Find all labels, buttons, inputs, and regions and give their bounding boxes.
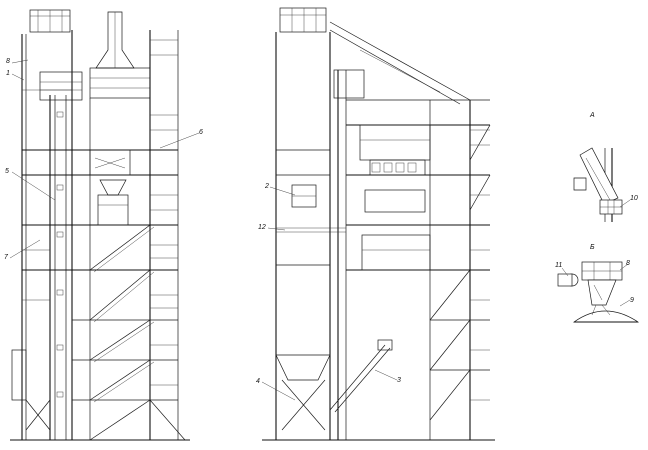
callout-6: 6 xyxy=(199,129,203,136)
middle-plant-view xyxy=(261,7,495,441)
left-plant-view xyxy=(9,9,200,441)
callout-8: 8 xyxy=(6,58,10,65)
callout-9: 9 xyxy=(630,297,634,304)
callout-3: 3 xyxy=(397,377,401,384)
callout-2: 2 xyxy=(265,183,269,190)
callout-10: 10 xyxy=(630,195,638,202)
callout-5: 5 xyxy=(5,168,9,175)
view-label-b: Б xyxy=(590,244,595,251)
callout-11: 11 xyxy=(555,262,563,269)
callout-12: 12 xyxy=(258,224,266,231)
view-label-a: А xyxy=(590,112,595,119)
detail-b xyxy=(557,261,640,323)
callout-8-detail: 8 xyxy=(626,260,630,267)
callout-4: 4 xyxy=(256,378,260,385)
callout-1: 1 xyxy=(6,70,10,77)
callout-7: 7 xyxy=(4,254,8,261)
detail-a xyxy=(573,147,631,222)
